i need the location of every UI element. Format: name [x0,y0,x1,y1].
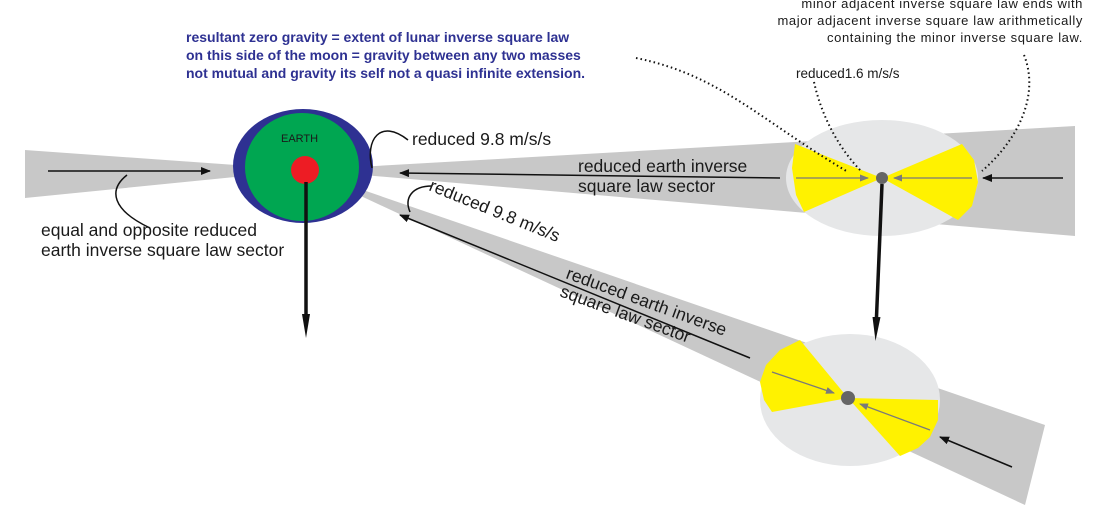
upper-moon-right-yellow-sector [882,144,978,220]
top-note-dotted-leader [981,54,1031,172]
left-sector-label-leader [115,174,151,229]
lower-moon-right-yellow-sector [848,398,938,456]
lower-moon-left-yellow-sector [760,340,848,412]
upper-moon [786,120,978,236]
blue-annotation: resultant zero gravity = extent of lunar… [186,29,585,81]
top-right-note-line-1: minor adjacent inverse square law ends w… [801,0,1083,11]
lower-moon-core [841,391,855,405]
lower-moon-right-inner-arrow [859,403,931,431]
earth-label: EARTH [281,133,318,145]
upper-sector-arrow [399,169,781,179]
reduced-9-8-upper-leader [369,130,409,169]
upper-moon-core [876,172,888,184]
reduced-9-8-upper-label: reduced 9.8 m/s/s [412,129,551,149]
lower-sector-arrow [399,214,751,359]
top-right-note: minor adjacent inverse square law ends w… [777,0,1083,45]
blue-annotation-line-2: on this side of the moon = gravity betwe… [186,47,581,63]
top-right-note-line-3: containing the minor inverse square law. [827,30,1083,45]
blue-annotation-line-3: not mutual and gravity its self not a qu… [186,65,585,81]
reduced-1-6-label: reduced1.6 m/s/s [796,66,900,81]
lower-moon-left-inner-arrow [771,371,835,394]
earth [233,109,373,223]
left-earth-sector [25,150,305,198]
left-sector-label-line1: equal and opposite reduced [41,220,257,240]
lower-moon-far-arrow [939,436,1013,468]
moon-to-moon-arrow [872,183,884,341]
blue-note-dotted-leader [635,57,849,173]
upper-sector-label-line1: reduced earth inverse [578,156,747,176]
reduced-9-8-lower-leader [407,185,433,213]
top-right-note-line-2: major adjacent inverse square law arithm… [777,13,1083,28]
left-sector-label-line2: earth inverse square law sector [41,240,284,260]
earth-core [291,156,319,184]
upper-sector-label-line2: square law sector [578,176,715,196]
lower-moon [760,334,940,466]
blue-annotation-line-1: resultant zero gravity = extent of lunar… [186,29,569,45]
